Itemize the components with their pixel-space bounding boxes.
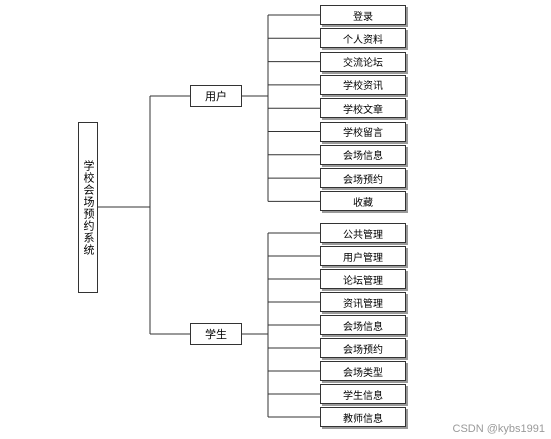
watermark: CSDN @kybs1991 xyxy=(452,423,545,435)
leaf-node-student: 用户管理 xyxy=(320,246,406,266)
leaf-node-user: 学校文章 xyxy=(320,98,406,119)
root-node: 学校会场预约系统 xyxy=(78,122,98,293)
branch-node-student: 学生 xyxy=(190,323,242,345)
leaf-node-student: 公共管理 xyxy=(320,223,406,243)
leaf-node-student: 会场预约 xyxy=(320,338,406,358)
leaf-node-user: 交流论坛 xyxy=(320,51,406,72)
leaf-node-user: 会场信息 xyxy=(320,144,406,165)
leaf-node-student: 论坛管理 xyxy=(320,269,406,289)
leaf-node-user: 学校留言 xyxy=(320,121,406,142)
leaf-node-user: 学校资讯 xyxy=(320,74,406,95)
branch-node-user: 用户 xyxy=(190,85,242,107)
leaf-node-student: 教师信息 xyxy=(320,407,406,427)
leaf-node-student: 资讯管理 xyxy=(320,292,406,312)
leaf-node-user: 登录 xyxy=(320,5,406,25)
leaf-node-user: 个人资料 xyxy=(320,28,406,49)
leaf-node-student: 会场类型 xyxy=(320,361,406,381)
leaf-node-user: 会场预约 xyxy=(320,168,406,189)
leaf-node-user: 收藏 xyxy=(320,191,406,212)
leaf-node-student: 学生信息 xyxy=(320,384,406,404)
leaf-node-student: 会场信息 xyxy=(320,315,406,335)
